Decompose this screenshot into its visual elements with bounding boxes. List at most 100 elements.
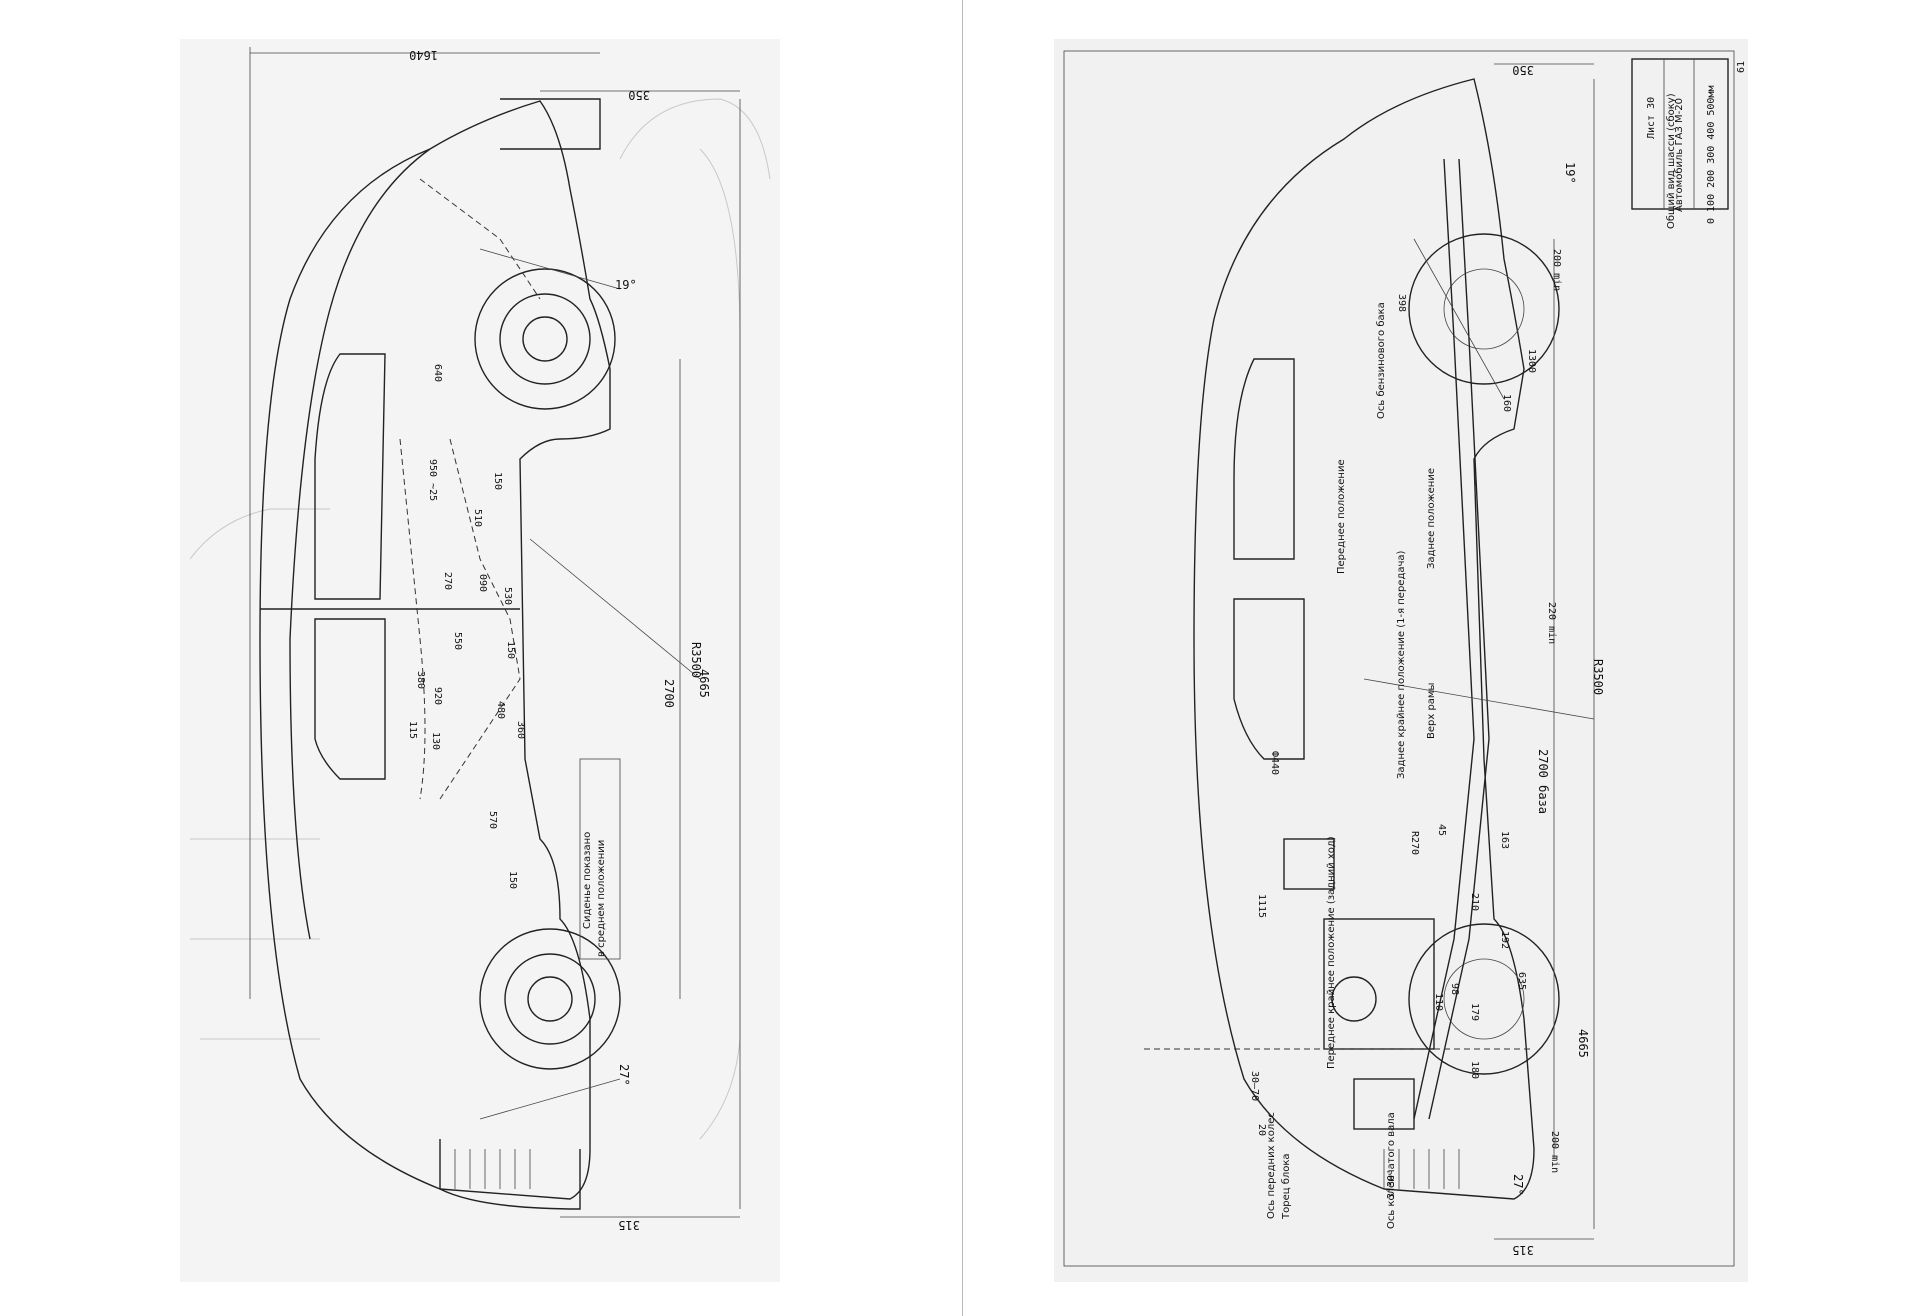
- dim-angle-19: 19°: [615, 278, 637, 292]
- rear-bumper: [439, 1139, 581, 1210]
- pedal-assembly: [1283, 838, 1335, 890]
- dim-45: 45: [1436, 824, 1447, 836]
- leaf-spring: [1413, 238, 1505, 400]
- seat-note-box: [579, 758, 621, 960]
- rear-wheel: [479, 928, 621, 1070]
- dim-150b: 150: [505, 641, 516, 659]
- radius-leader: [529, 538, 701, 680]
- air-filter: [1331, 976, 1377, 1022]
- front-door-window: [1233, 358, 1295, 560]
- note-crankshaft-axis: Ось коленчатого вала: [1386, 1112, 1397, 1229]
- steering-outline: [419, 178, 541, 300]
- background-tracing: [190, 838, 320, 1040]
- dim-r270: R270: [1409, 831, 1420, 855]
- dim-4665: 4665: [697, 669, 711, 698]
- note-rear-position: Заднее положение: [1426, 468, 1437, 569]
- engine-block: [1323, 918, 1435, 1050]
- dim-150: 150: [492, 472, 503, 490]
- note-fuel-tank-axis: Ось бензинового бака: [1376, 302, 1387, 419]
- roof-line: [289, 148, 431, 940]
- dim-440: Ф440: [1269, 751, 1280, 775]
- front-bumper-ribs: [1383, 1149, 1460, 1189]
- dim-315: 315: [1512, 1243, 1534, 1257]
- dim-r3500: R3500: [689, 642, 703, 678]
- front-wheel-rim: [499, 293, 591, 385]
- front-wheel-rim: [1443, 958, 1525, 1040]
- dim-950: 950 ~25: [427, 459, 438, 501]
- dim-angle-19: 19°: [1563, 162, 1577, 184]
- note-front-extreme: Переднее крайнее положение (задний ход): [1326, 836, 1337, 1069]
- chassis-frame: [1428, 158, 1490, 1120]
- dim-570: 570: [487, 811, 498, 829]
- dim-150c: 150: [507, 871, 518, 889]
- dim-1300: 1300: [1526, 349, 1537, 373]
- note-frame-top: Верх рамы: [1426, 683, 1437, 739]
- note-block-end: Торец блока: [1281, 1153, 1292, 1220]
- title-line2: Общий вид шасси (сбоку): [1666, 93, 1677, 229]
- dim-angle-27: 27°: [1511, 1174, 1525, 1196]
- chassis-side-drawing: Лист 30 Автомобиль ГАЗ М-20 Общий вид ша…: [1063, 50, 1747, 1267]
- seat-outline: [399, 438, 426, 800]
- rear-bumper-ribs: [454, 1149, 531, 1189]
- dim-2700-base: 2700 база: [1536, 749, 1550, 814]
- radiator: [1353, 1078, 1415, 1130]
- front-door-window: [314, 353, 386, 600]
- dim-380: 380: [415, 671, 426, 689]
- note-front-position: Переднее положение: [1336, 459, 1347, 574]
- dim-160: 160: [1501, 394, 1512, 412]
- note-rear-extreme: Заднее крайнее положение (1-я передача): [1396, 550, 1407, 779]
- front-hubcap: [522, 316, 568, 362]
- title-line1: Автомобиль ГАЗ М-20: [1674, 98, 1685, 212]
- dim-090: 090: [477, 574, 488, 592]
- dim-350: 350: [1512, 63, 1534, 77]
- dim-192: 192: [1499, 931, 1510, 949]
- dim-315: 315: [618, 1218, 640, 1232]
- rear-hubcap: [527, 976, 573, 1022]
- page-number: 61: [1736, 61, 1747, 73]
- car-body-side-drawing: 1640 350 19° 640 950 ~25 150 510 270 090…: [189, 47, 771, 1232]
- dim-510: 510: [472, 509, 483, 527]
- dim-920: 920: [432, 687, 443, 705]
- chassis-frame: [1413, 158, 1475, 1120]
- angle-line-front: [479, 248, 621, 290]
- front-wheel: [474, 268, 616, 410]
- dim-635: 635: [1516, 972, 1527, 990]
- dim-210: 210: [1469, 893, 1480, 911]
- dim-200min-bottom: 200 min: [1549, 1131, 1560, 1173]
- background-tracing: [619, 98, 771, 180]
- dim-220min: 220 min: [1546, 602, 1557, 644]
- rear-wheel-rim: [1443, 268, 1525, 350]
- dim-200min-top: 200 min: [1551, 249, 1562, 291]
- dim-179: 179: [1469, 1003, 1480, 1021]
- front-bumper: [500, 98, 601, 150]
- dim-163: 163: [1499, 831, 1510, 849]
- left-blueprint-sheet: 1640 350 19° 640 950 ~25 150 510 270 090…: [180, 39, 780, 1282]
- right-blueprint-sheet: Лист 30 Автомобиль ГАЗ М-20 Общий вид ша…: [1054, 39, 1748, 1282]
- page-divider: [962, 0, 963, 1316]
- sheet-border: [1063, 50, 1735, 1267]
- dim-r3500: R3500: [1591, 659, 1605, 695]
- body-outline: [259, 100, 611, 1200]
- rear-door-window: [1233, 598, 1305, 760]
- dim-110: 110: [1433, 993, 1444, 1011]
- dim-530: 530: [502, 587, 513, 605]
- dim-640: 640: [432, 364, 443, 382]
- note-front-wheel-axis: Ось передних колес: [1266, 1112, 1277, 1219]
- dim-1115: 1115: [1256, 894, 1267, 918]
- rear-door-window: [314, 618, 386, 780]
- background-tracing: [699, 148, 741, 1140]
- seat-note-line1: Сиденье показано: [582, 832, 593, 929]
- note-angle-3-30: 3°30': [1386, 1169, 1397, 1199]
- background-tracing: [189, 508, 330, 560]
- rear-wheel-rim: [504, 953, 596, 1045]
- dim-4665: 4665: [1576, 1029, 1590, 1058]
- dim-angle-27: 27°: [617, 1064, 631, 1086]
- dim-20: 20: [1256, 1124, 1267, 1136]
- title-block: [1631, 58, 1729, 210]
- dim-398: 398: [1396, 294, 1407, 312]
- scale-bar-label: 0 100 200 300 400 500мм: [1706, 86, 1717, 224]
- dim-30-70: 30—70: [1249, 1071, 1260, 1101]
- dim-360: 360: [515, 721, 526, 739]
- angle-line-rear: [479, 1078, 621, 1120]
- sheet-number: Лист 30: [1646, 97, 1657, 139]
